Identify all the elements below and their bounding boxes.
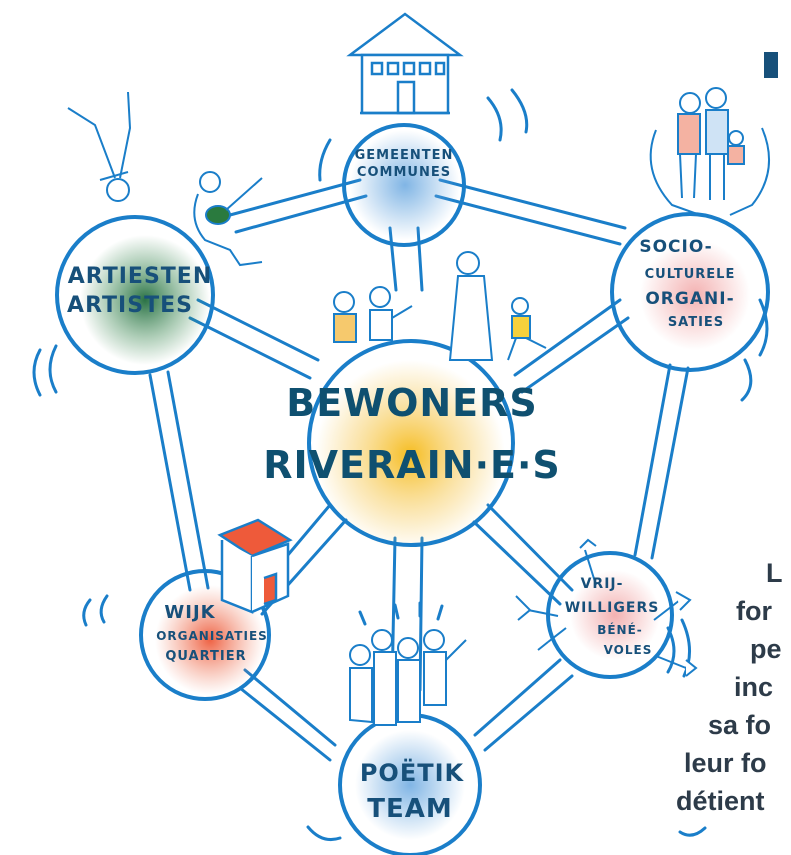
motion-marks bbox=[32, 88, 769, 842]
side-text-fragment-1: L bbox=[766, 558, 783, 588]
label-bottom-right: VRIJ- WILLIGERS BÉNÉ- VOLES bbox=[565, 576, 660, 657]
side-text-fragment-7: détient bbox=[676, 786, 765, 816]
label-right: SOCIO- CULTURELE ORGANI- SATIES bbox=[639, 237, 736, 330]
glow-bottom-left bbox=[155, 585, 265, 695]
side-text-fragment-5: sa fo bbox=[708, 710, 772, 740]
node-top-circle bbox=[342, 123, 466, 247]
label-bottom-line2: TEAM bbox=[367, 794, 453, 824]
artist-figures bbox=[67, 91, 263, 267]
label-right-line4: SATIES bbox=[668, 315, 724, 330]
node-center-circle bbox=[307, 339, 515, 547]
family-figures bbox=[649, 87, 771, 216]
label-top: GEMEENTEN COMMUNES bbox=[355, 148, 454, 180]
glow-bottom bbox=[355, 730, 465, 840]
connectors bbox=[148, 178, 690, 762]
node-bottom-left-circle bbox=[139, 569, 271, 701]
label-bottom: POËTIK TEAM bbox=[360, 758, 465, 824]
label-bottom-right-line1: VRIJ- bbox=[581, 576, 624, 592]
label-bottom-right-line2: WILLIGERS bbox=[565, 600, 660, 616]
cut-off-mark bbox=[764, 52, 778, 78]
label-right-line2: CULTURELE bbox=[645, 267, 736, 282]
node-left-circle bbox=[55, 215, 215, 375]
label-bottom-right-line3: BÉNÉ- bbox=[597, 622, 643, 637]
glow-top bbox=[350, 130, 460, 240]
side-text-fragment-3: pe bbox=[750, 634, 782, 664]
building-icon bbox=[346, 12, 464, 115]
house-icon bbox=[217, 518, 293, 614]
label-left: ARTIESTEN ARTISTES bbox=[67, 264, 213, 318]
label-center: BEWONERS RIVERAIN·E·S bbox=[263, 381, 561, 487]
label-bottom-left-line2: ORGANISATIES bbox=[156, 629, 268, 643]
glow-center bbox=[315, 360, 505, 550]
label-bottom-left-line3: QUARTIER bbox=[165, 649, 246, 664]
team-figures bbox=[349, 629, 467, 726]
label-bottom-line1: POËTIK bbox=[360, 758, 465, 787]
node-right-circle bbox=[610, 212, 770, 372]
label-left-line2: ARTISTES bbox=[67, 293, 193, 318]
label-bottom-left-line1: WIJK bbox=[164, 602, 215, 623]
label-top-line1: GEMEENTEN bbox=[355, 148, 454, 163]
side-text-fragment-6: leur fo bbox=[684, 748, 767, 778]
label-right-line3: ORGANI- bbox=[645, 289, 734, 309]
side-text-fragment-4: inc bbox=[734, 672, 774, 702]
glow-bottom-right bbox=[570, 570, 660, 660]
label-center-line1: BEWONERS bbox=[286, 381, 538, 425]
label-right-line1: SOCIO- bbox=[639, 237, 712, 257]
label-top-line2: COMMUNES bbox=[357, 165, 451, 180]
label-bottom-left: WIJK ORGANISATIES QUARTIER bbox=[156, 602, 268, 664]
label-left-line1: ARTIESTEN bbox=[68, 264, 213, 289]
glow-left bbox=[80, 235, 210, 365]
volunteer-hands bbox=[515, 538, 698, 677]
glow-right bbox=[640, 240, 750, 350]
label-bottom-right-line4: VOLES bbox=[604, 643, 653, 657]
side-text-fragment-2: for bbox=[736, 596, 772, 626]
resident-figures bbox=[333, 251, 547, 361]
label-center-line2: RIVERAIN·E·S bbox=[263, 443, 561, 487]
